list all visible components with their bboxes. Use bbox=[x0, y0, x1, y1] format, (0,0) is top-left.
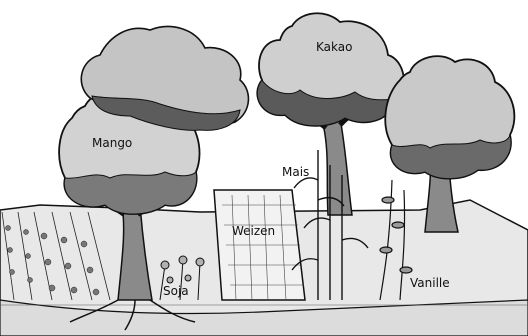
label-mango: Mango bbox=[92, 136, 132, 150]
label-soja: Soja bbox=[163, 284, 189, 298]
label-vanille: Vanille bbox=[410, 276, 450, 290]
label-mais: Mais bbox=[282, 165, 309, 179]
weizen-field bbox=[214, 190, 305, 300]
label-kakao: Kakao bbox=[316, 40, 352, 54]
label-weizen: Weizen bbox=[232, 224, 275, 238]
